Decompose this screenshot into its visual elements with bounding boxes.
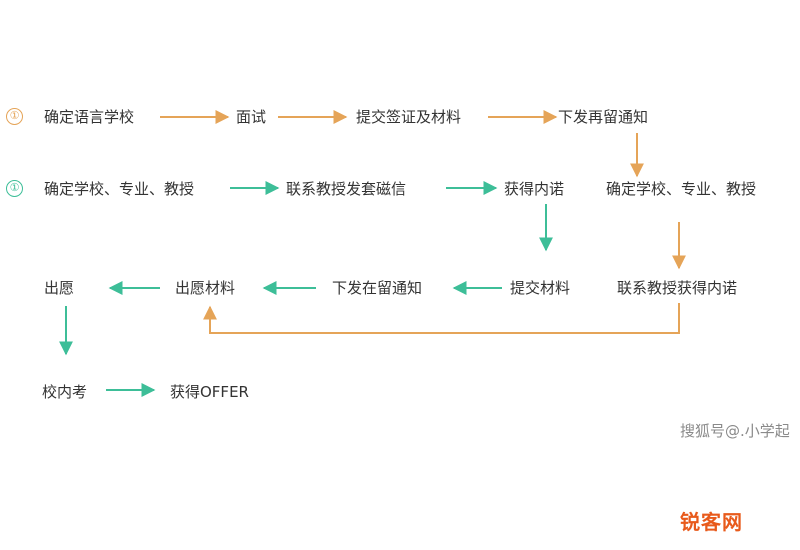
row1-step-3: 提交签证及材料	[356, 108, 462, 126]
arrow-right-loop	[203, 303, 680, 334]
row2-step-2: 联系教授发套磁信	[286, 180, 407, 198]
row2-step-1: 确定学校、专业、教授	[44, 180, 195, 198]
row2-step-3: 获得内诺	[504, 180, 565, 198]
row3-step-2: 下发在留通知	[332, 279, 423, 297]
row1-step-1: 确定语言学校	[44, 108, 135, 126]
site-logo: 锐客网	[680, 510, 743, 534]
right-step-1: 确定学校、专业、教授	[606, 180, 757, 198]
row2-marker: ①	[6, 180, 23, 197]
row4-step-1: 校内考	[42, 383, 88, 401]
row1-marker: ①	[6, 108, 23, 125]
watermark-text: 搜狐号@.小学起	[680, 422, 790, 440]
row1-step-2: 面试	[236, 108, 267, 126]
row4-step-2: 获得OFFER	[170, 383, 249, 401]
row3-step-1: 提交材料	[510, 279, 571, 297]
row3-step-3: 出愿材料	[175, 279, 236, 297]
row3-step-4: 出愿	[44, 279, 75, 297]
row1-step-4: 下发再留通知	[558, 108, 649, 126]
right-step-2: 联系教授获得内诺	[617, 279, 738, 297]
